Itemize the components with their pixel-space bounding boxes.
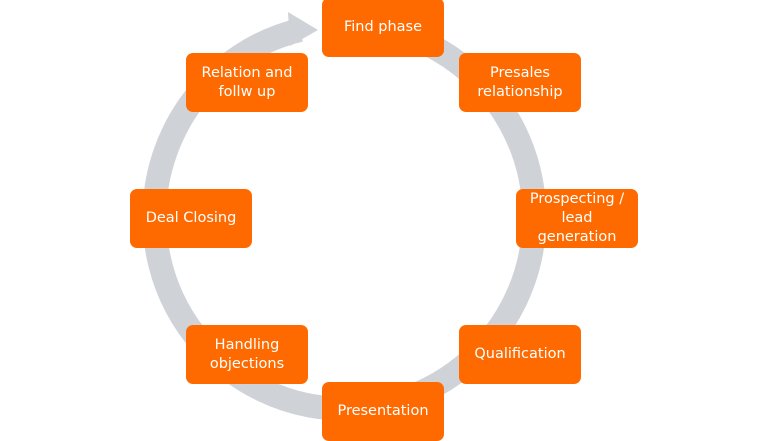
node-prospecting-lead-generation: Prospecting / lead generation — [516, 189, 638, 248]
node-relation-follow-up: Relation and follw up — [186, 53, 308, 112]
node-deal-closing: Deal Closing — [130, 189, 252, 248]
node-handling-objections: Handling objections — [186, 325, 308, 384]
node-presentation: Presentation — [322, 382, 444, 441]
node-presales-relationship: Presales relationship — [459, 53, 581, 112]
node-find-phase: Find phase — [322, 0, 444, 57]
arrowhead-icon — [288, 12, 318, 46]
node-qualification: Qualification — [459, 325, 581, 384]
